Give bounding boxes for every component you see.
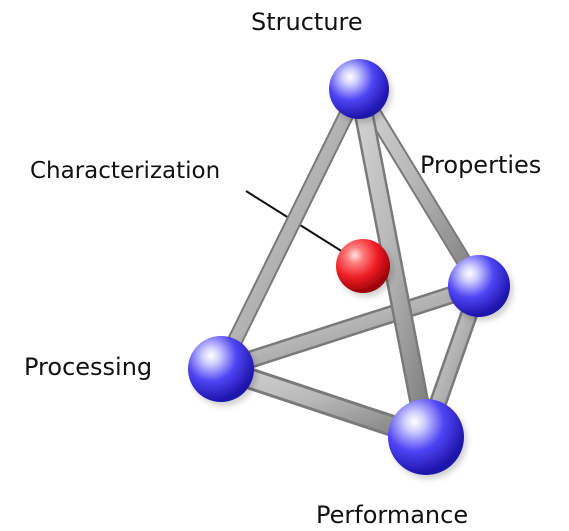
characterization-node-sphere xyxy=(336,239,390,293)
characterization-label: Characterization xyxy=(30,158,221,184)
structure-label: Structure xyxy=(251,8,363,36)
properties-node-sphere xyxy=(448,255,510,317)
performance-label: Performance xyxy=(316,501,469,529)
processing-node-sphere xyxy=(188,336,254,402)
tetrahedron-spheres xyxy=(188,59,510,475)
structure-node-sphere xyxy=(329,59,389,119)
properties-label: Properties xyxy=(420,151,542,179)
processing-label: Processing xyxy=(24,353,153,381)
performance-node-sphere xyxy=(388,399,464,475)
